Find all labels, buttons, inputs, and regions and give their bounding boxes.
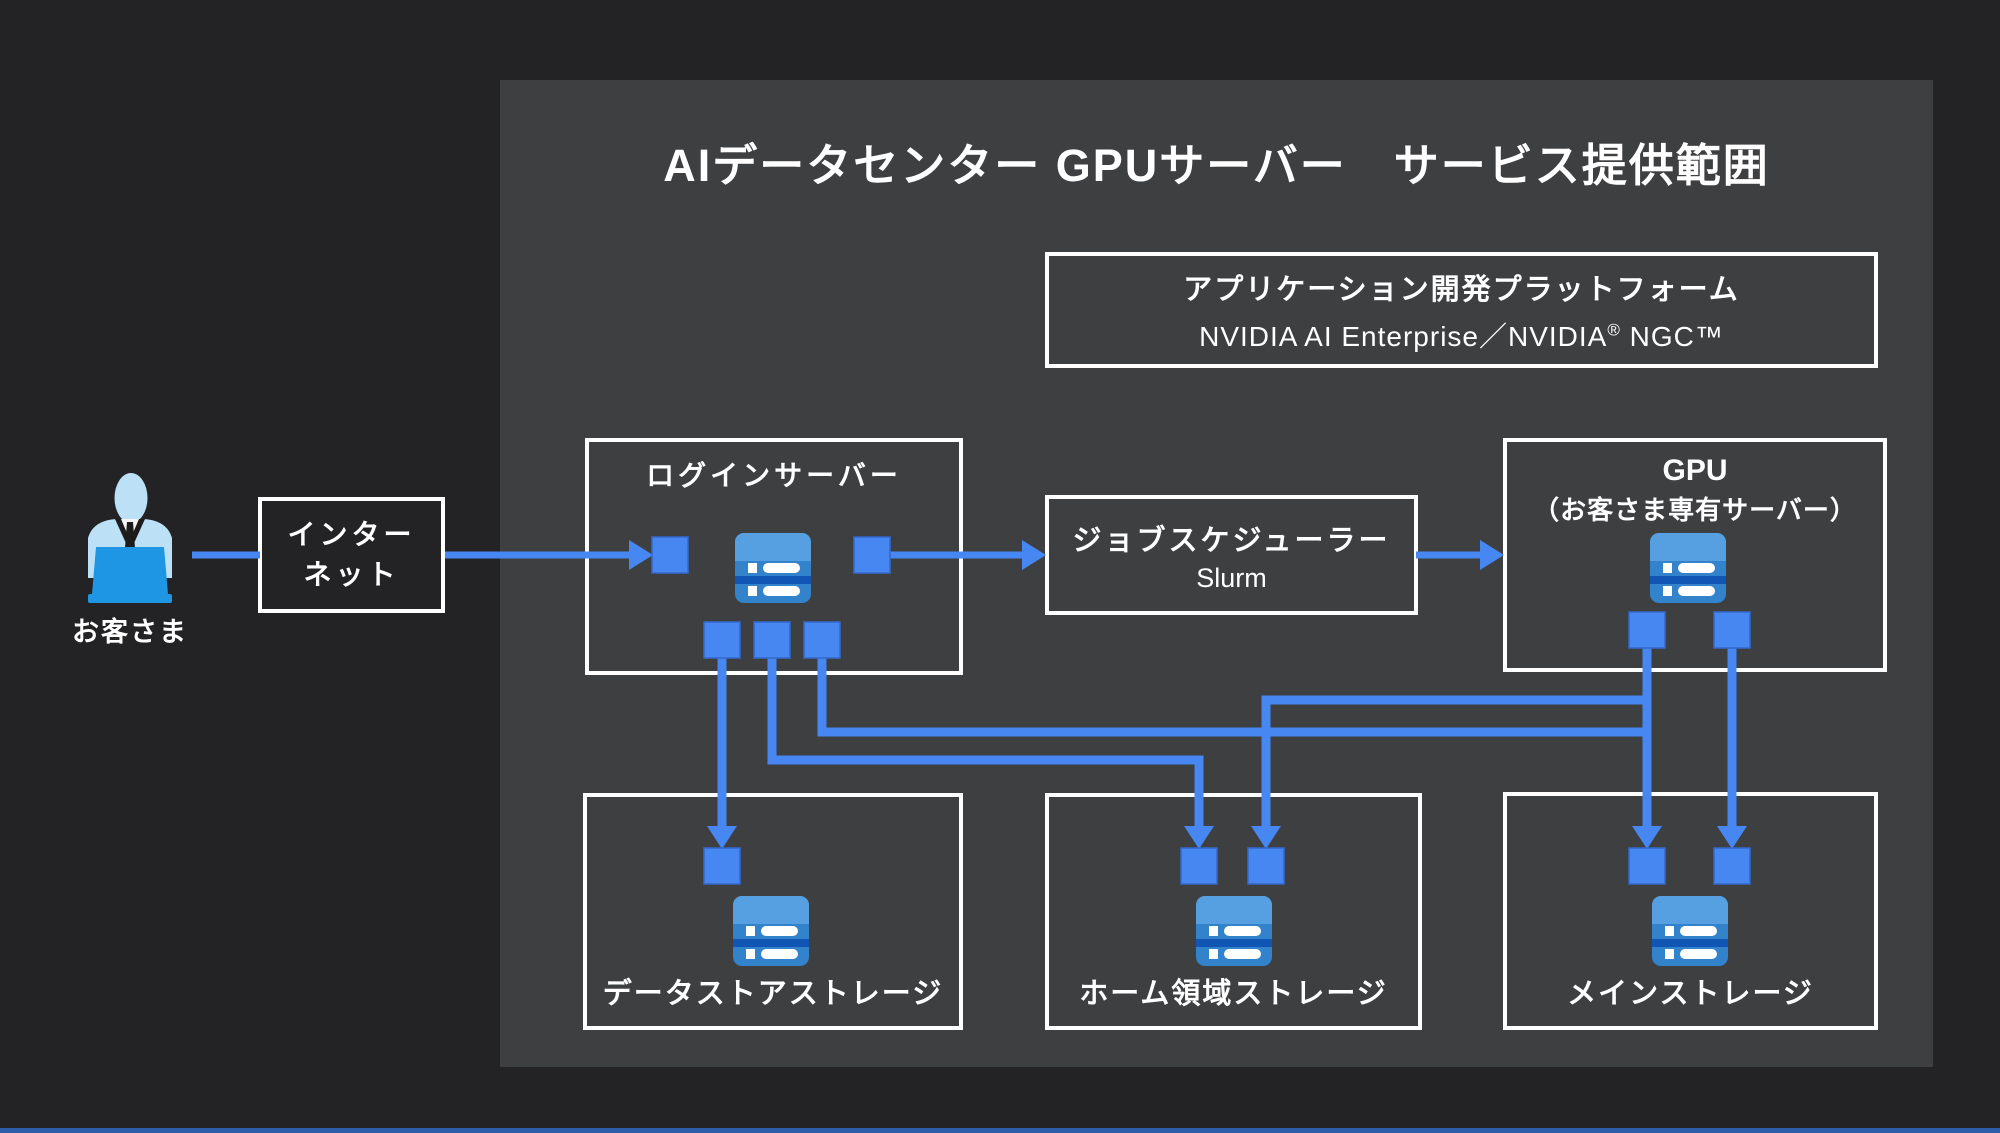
ngc-text: NGC™	[1620, 320, 1724, 352]
arrowhead-into-main-left	[1632, 826, 1662, 849]
nvidia-ai-enterprise-text: NVIDIA AI Enterprise／NVIDIA	[1199, 320, 1608, 352]
port-login-in	[651, 536, 689, 574]
registered-mark: ®	[1607, 320, 1621, 340]
internet-label-line1: インター	[287, 519, 416, 550]
bottom-accent-bar	[0, 1128, 2000, 1133]
login-server-label: ログインサーバー	[646, 460, 902, 491]
gpu-sublabel: （お客さま専有サーバー）	[1533, 495, 1857, 525]
arrowhead-into-scheduler	[1022, 540, 1046, 570]
server-icon	[1196, 896, 1272, 966]
port-login-bottom-1	[703, 621, 741, 659]
datastore-storage-box: データストアストレージ	[583, 793, 963, 1030]
datastore-storage-label: データストアストレージ	[602, 978, 944, 1010]
port-login-bottom-3	[803, 621, 841, 659]
arrowhead-into-datastore	[707, 826, 737, 849]
port-home-top-right	[1247, 847, 1285, 885]
arrowhead-into-home-right	[1251, 826, 1281, 849]
customer-icon	[88, 473, 172, 603]
arrowhead-into-login	[629, 540, 653, 570]
job-scheduler-label: ジョブスケジューラー	[1072, 524, 1391, 557]
customer-label: お客さま	[72, 617, 188, 647]
port-home-top-left	[1180, 847, 1218, 885]
server-icon	[1650, 533, 1726, 603]
connector-login-main	[817, 650, 1652, 830]
port-login-bottom-2	[753, 621, 791, 659]
main-storage-label: メインストレージ	[1567, 978, 1814, 1010]
server-icon	[733, 896, 809, 966]
connector-login-home	[767, 650, 1204, 830]
app-platform-box: アプリケーション開発プラットフォーム NVIDIA AI Enterprise／…	[1045, 252, 1878, 368]
internet-box: インター ネット	[258, 497, 445, 613]
server-icon	[735, 533, 811, 603]
arrowhead-into-gpu	[1480, 540, 1504, 570]
internet-label-line2: ネット	[303, 559, 400, 590]
server-icon	[1652, 896, 1728, 966]
port-login-out	[853, 536, 891, 574]
gpu-server-box: GPU （お客さま専有サーバー）	[1503, 438, 1887, 672]
port-gpu-bottom-right	[1713, 611, 1751, 649]
arrowhead-into-home-left	[1184, 826, 1214, 849]
home-storage-label: ホーム領域ストレージ	[1079, 978, 1388, 1010]
port-gpu-bottom-left	[1628, 611, 1666, 649]
main-storage-box: メインストレージ	[1503, 792, 1878, 1030]
home-storage-box: ホーム領域ストレージ	[1045, 793, 1422, 1030]
port-datastore-top	[703, 847, 741, 885]
port-main-top-right	[1713, 847, 1751, 885]
connector-gpu-home	[1261, 695, 1647, 830]
app-platform-products: NVIDIA AI Enterprise／NVIDIA® NGC™	[1199, 315, 1724, 355]
gpu-label: GPU	[1662, 454, 1728, 487]
slurm-label: Slurm	[1196, 562, 1267, 593]
port-main-top-left	[1628, 847, 1666, 885]
arrowhead-into-main-right	[1717, 826, 1747, 849]
app-platform-label: アプリケーション開発プラットフォーム	[1183, 273, 1740, 306]
diagram-title: AIデータセンター GPUサーバー サービス提供範囲	[663, 140, 1770, 191]
